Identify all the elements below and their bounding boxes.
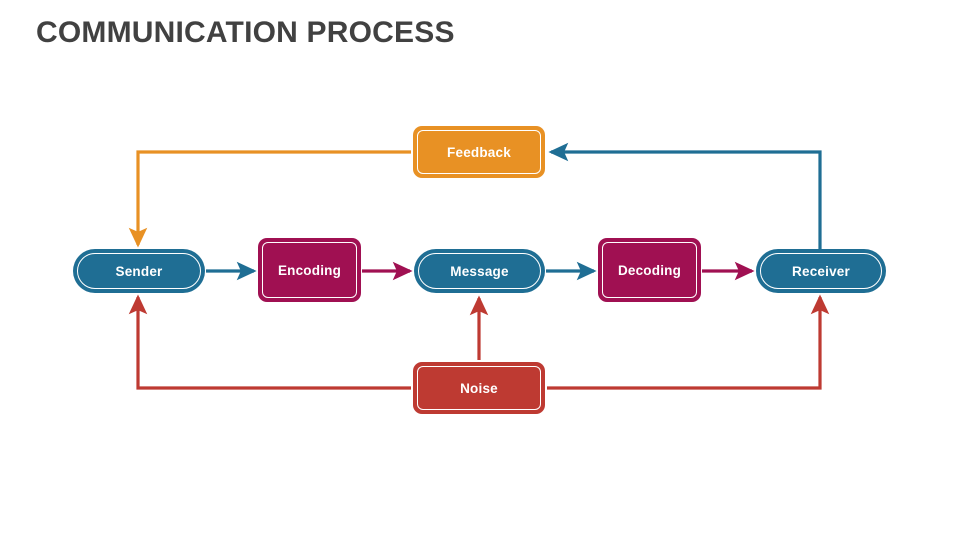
node-message-label: Message [450,263,509,279]
node-receiver[interactable]: Receiver [756,249,886,293]
node-sender[interactable]: Sender [73,249,205,293]
page-title: COMMUNICATION PROCESS [36,16,455,49]
node-feedback[interactable]: Feedback [413,126,545,178]
node-encoding-label: Encoding [277,262,342,278]
edge-receiver-to-feedback [548,142,822,249]
node-encoding[interactable]: Encoding [258,238,361,302]
node-feedback-label: Feedback [447,144,511,160]
node-noise[interactable]: Noise [413,362,545,414]
node-message[interactable]: Message [414,249,545,293]
edge-noise-to-receiver [547,294,830,390]
edge-noise-to-sender [128,294,411,390]
node-receiver-label: Receiver [792,263,850,279]
edge-feedback-to-sender [128,150,411,248]
node-noise-label: Noise [460,380,498,396]
node-sender-label: Sender [115,263,163,279]
node-decoding-label: Decoding [617,262,682,278]
node-decoding[interactable]: Decoding [598,238,701,302]
